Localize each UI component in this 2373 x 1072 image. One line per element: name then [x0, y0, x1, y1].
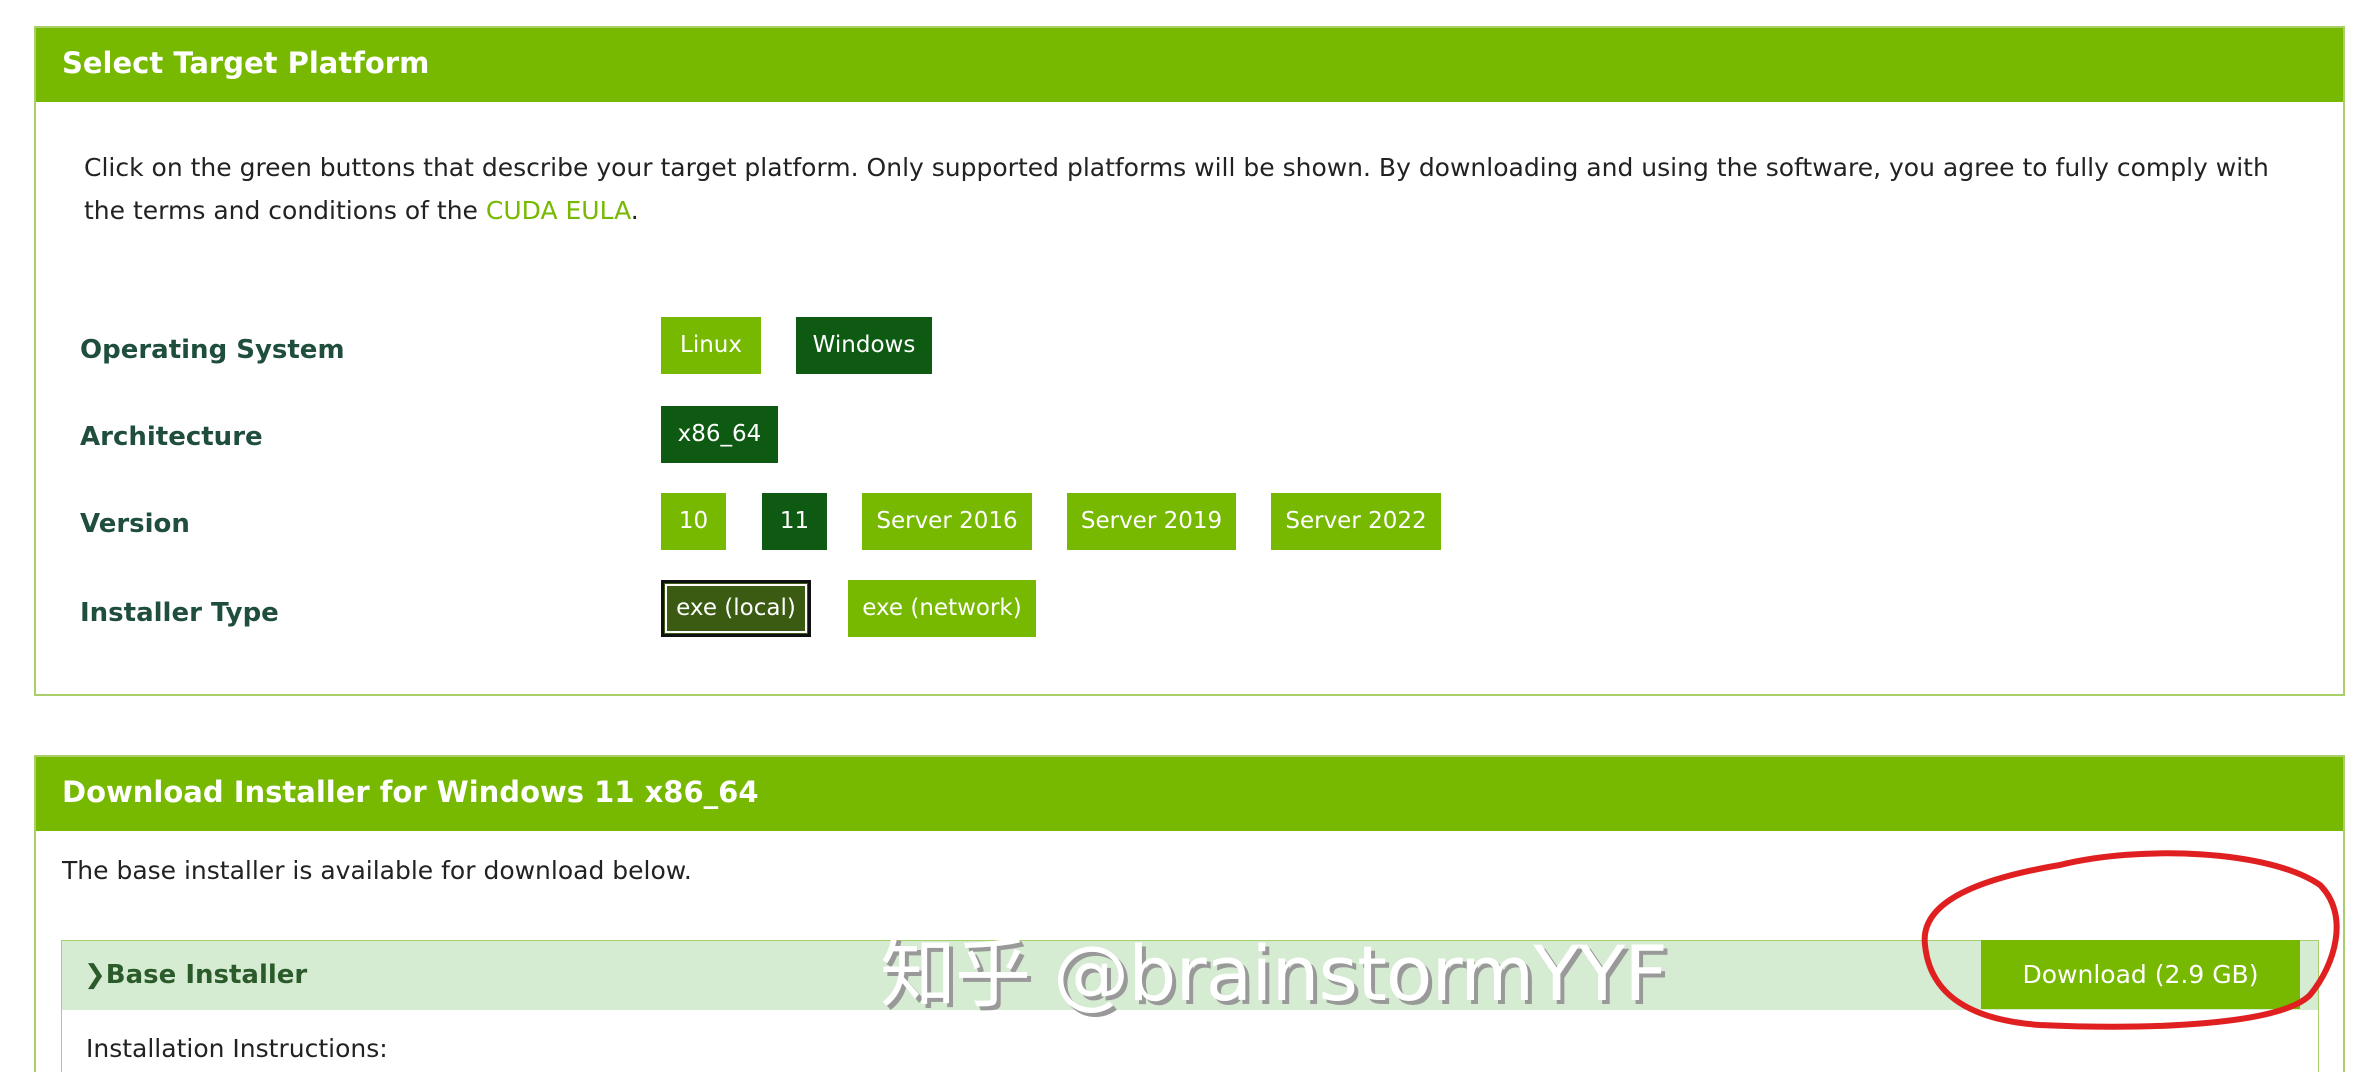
version-server2022-button[interactable]: Server 2022: [1271, 493, 1441, 550]
red-circle-annotation: [1921, 850, 2340, 1030]
os-windows-button[interactable]: Windows: [796, 317, 932, 374]
chevron-right-icon: ❯: [84, 960, 106, 990]
panel-title: Select Target Platform: [36, 28, 2343, 102]
version-10-button[interactable]: 10: [661, 493, 726, 550]
base-installer-toggle[interactable]: ❯Base Installer: [62, 941, 2318, 1010]
arch-x86_64-button[interactable]: x86_64: [661, 406, 778, 463]
version-11-button[interactable]: 11: [762, 493, 827, 550]
intro-text: Click on the green buttons that describe…: [84, 153, 2269, 225]
os-label: Operating System: [80, 335, 345, 365]
download-note: The base installer is available for down…: [62, 856, 692, 885]
base-installer-section: ❯Base Installer Installation Instruction…: [61, 940, 2319, 1072]
arch-label: Architecture: [80, 422, 263, 452]
version-server2019-button[interactable]: Server 2019: [1067, 493, 1236, 550]
cuda-eula-link[interactable]: CUDA EULA: [485, 196, 631, 225]
version-label: Version: [80, 509, 190, 539]
installer-exe-network-button[interactable]: exe (network): [848, 580, 1036, 637]
installer-type-label: Installer Type: [80, 598, 279, 628]
select-platform-panel: Select Target Platform: [34, 26, 2345, 696]
os-linux-button[interactable]: Linux: [661, 317, 761, 374]
download-panel: Download Installer for Windows 11 x86_64: [34, 755, 2345, 1072]
version-server2016-button[interactable]: Server 2016: [862, 493, 1032, 550]
download-button[interactable]: Download (2.9 GB): [1981, 940, 2300, 1009]
installation-instructions: Installation Instructions:: [86, 1034, 388, 1063]
download-title: Download Installer for Windows 11 x86_64: [36, 757, 2343, 831]
installer-exe-local-button[interactable]: exe (local): [661, 580, 811, 637]
watermark: 知乎 @brainstormYYF: [880, 929, 1668, 1018]
